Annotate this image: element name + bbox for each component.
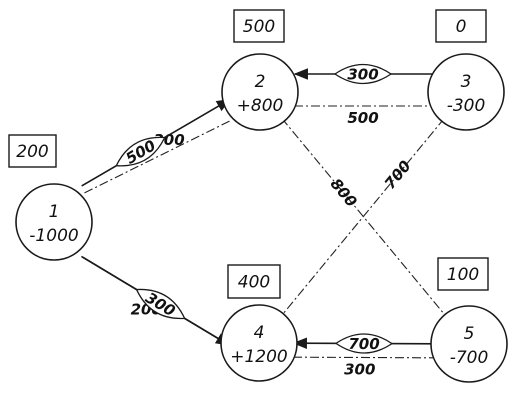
node-3: 3 -300 xyxy=(427,53,505,131)
node-balance: +1200 xyxy=(230,347,288,367)
leaf-shape xyxy=(333,63,393,85)
potential-box-4: 400 xyxy=(227,264,281,299)
link-cost-label: 700 xyxy=(381,157,415,193)
node-number: 2 xyxy=(255,72,266,92)
box-frame xyxy=(435,9,487,43)
node-circle xyxy=(430,305,508,383)
node-balance: +800 xyxy=(237,96,284,116)
potential-value: 100 xyxy=(447,265,479,285)
node-circle xyxy=(427,53,505,131)
node-layer: 1 -1000 2 +800 3 -300 4 +1200 5 -700 xyxy=(15,53,508,383)
potential-value: 0 xyxy=(456,17,467,37)
potential-box-5: 100 xyxy=(437,257,489,291)
potential-box-2: 500 xyxy=(233,9,285,43)
node-1: 1 -1000 xyxy=(15,183,93,261)
leaf-shape xyxy=(334,333,394,354)
link-2-5 xyxy=(281,117,448,319)
node-number: 3 xyxy=(461,72,472,92)
potential-value: 400 xyxy=(238,273,270,293)
node-2: 2 +800 xyxy=(221,53,299,131)
flow-amount-badge: 300 xyxy=(135,288,186,320)
node-circle xyxy=(15,183,93,261)
flow-amount-badge: 700 xyxy=(334,333,394,354)
box-frame xyxy=(233,9,285,43)
node-balance: -300 xyxy=(447,96,486,116)
box-frame xyxy=(227,264,281,299)
flow-layer: 500 300 300 700 xyxy=(81,63,438,354)
link-1-2 xyxy=(84,120,230,194)
node-balance: -1000 xyxy=(29,226,78,246)
potential-box-1: 200 xyxy=(8,134,57,168)
leaf-shape xyxy=(115,136,166,167)
flow-amount-badge: 300 xyxy=(333,63,393,85)
node-number: 4 xyxy=(254,323,265,343)
node-5: 5 -700 xyxy=(430,305,508,383)
link-cost-label: 800 xyxy=(327,175,361,211)
node-number: 1 xyxy=(49,202,60,222)
node-circle xyxy=(221,53,299,131)
node-4: 4 +1200 xyxy=(220,304,298,382)
flow-amount-label: 700 xyxy=(348,335,379,353)
link-cost-label: 500 xyxy=(347,109,378,127)
potential-box-layer: 200 500 0 400 100 xyxy=(8,9,489,299)
potential-value: 500 xyxy=(243,17,275,37)
potential-value: 200 xyxy=(16,142,48,162)
box-frame xyxy=(437,257,489,291)
link-cost-label: 300 xyxy=(344,360,375,378)
node-number: 5 xyxy=(464,324,475,344)
potential-box-3: 0 xyxy=(435,9,487,43)
link-4-5 xyxy=(292,356,436,359)
flow-amount-label: 300 xyxy=(347,66,378,84)
node-balance: -700 xyxy=(450,348,489,368)
node-circle xyxy=(220,304,298,382)
box-frame xyxy=(8,134,57,168)
link-3-4 xyxy=(280,117,445,318)
leaf-shape xyxy=(135,288,186,320)
